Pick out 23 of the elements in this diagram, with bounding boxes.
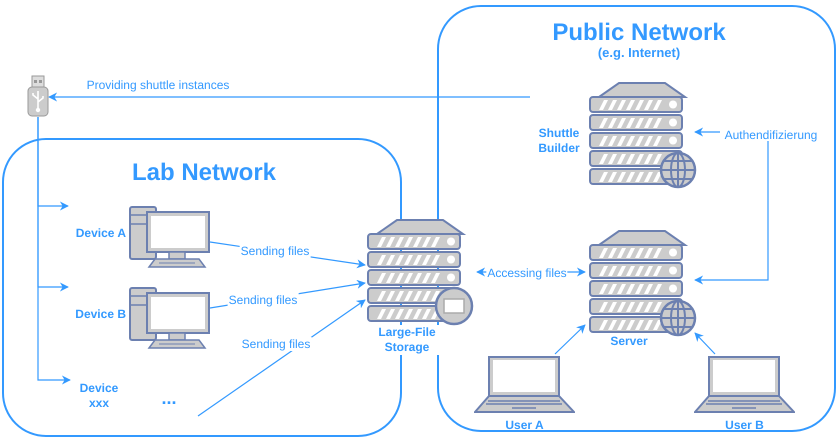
user-label: User A bbox=[504, 417, 545, 434]
arrow bbox=[694, 128, 720, 136]
device-label: Device xxx bbox=[78, 381, 120, 411]
arrow bbox=[694, 332, 716, 354]
user-label: User B bbox=[724, 417, 765, 434]
ellipsis-text: ... bbox=[160, 388, 178, 408]
device-label: Device B bbox=[74, 306, 126, 323]
edge-label: Sending files bbox=[240, 337, 312, 351]
arrow bbox=[37, 117, 71, 384]
arrow bbox=[554, 324, 586, 354]
edge-label: Accessing files bbox=[486, 266, 568, 280]
arrow bbox=[198, 299, 366, 416]
edge-label: Providing shuttle instances bbox=[86, 78, 230, 92]
server-label: Server bbox=[609, 334, 649, 349]
device-label: Device A bbox=[74, 225, 126, 242]
arrow bbox=[694, 141, 769, 284]
annotation-text: Authendifizierung bbox=[724, 127, 818, 144]
zone-title: Lab Network bbox=[130, 158, 278, 188]
arrow bbox=[48, 92, 530, 102]
server-label: Shuttle Builder bbox=[537, 126, 581, 156]
usb-stick-icon bbox=[27, 75, 49, 117]
edge-label: Sending files bbox=[240, 244, 310, 258]
edge-label: Sending files bbox=[228, 293, 298, 307]
